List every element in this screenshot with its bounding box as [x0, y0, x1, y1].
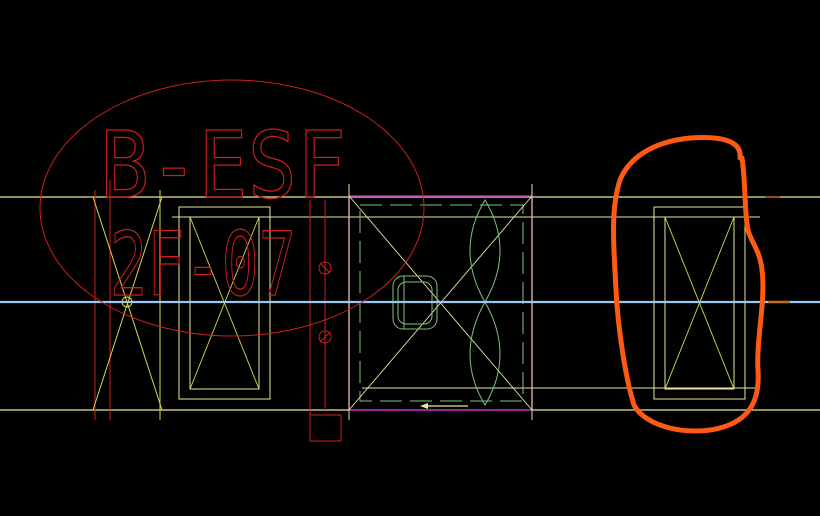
freehand-highlight-icon	[611, 135, 766, 434]
red-annotation-lines	[309, 200, 342, 442]
equipment-tag[interactable]: B-ESF 2F-07	[39, 79, 425, 337]
fire-damper-icon[interactable]	[92, 180, 163, 420]
tag-ellipse	[39, 79, 425, 337]
tag-line2: 2F-07	[110, 213, 296, 316]
tag-line1: B-ESF	[100, 112, 346, 219]
